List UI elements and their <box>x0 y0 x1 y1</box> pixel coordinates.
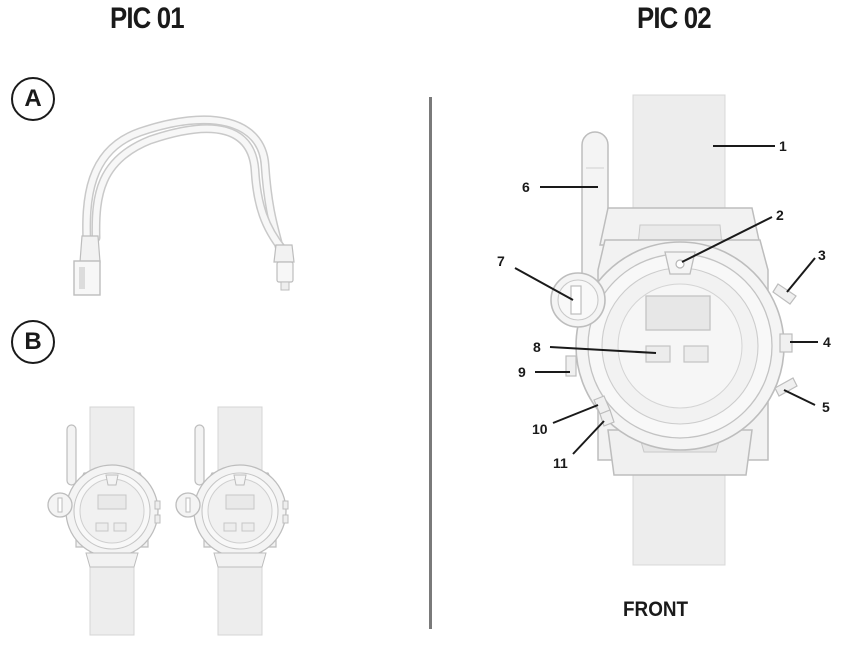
callout-line-8 <box>549 346 657 354</box>
walkie-watch-unit-2 <box>175 406 289 636</box>
walkie-watch-unit-1 <box>47 406 161 636</box>
callout-10: 10 <box>532 421 548 437</box>
walkie-watch-front-view <box>550 94 798 566</box>
pic-01-title: PIC 01 <box>110 2 185 35</box>
callout-8: 8 <box>533 339 541 355</box>
callout-7: 7 <box>497 253 505 269</box>
callout-4: 4 <box>823 334 831 350</box>
usb-cable-illustration <box>82 115 288 255</box>
callout-1: 1 <box>779 138 787 154</box>
callout-line-10 <box>552 404 599 424</box>
callout-lines <box>514 145 818 455</box>
section-b-badge: B <box>11 320 55 364</box>
callout-line-2 <box>681 216 773 263</box>
callout-5: 5 <box>822 399 830 415</box>
pic-02-title: PIC 02 <box>637 2 712 35</box>
front-view-label: FRONT <box>623 598 689 621</box>
callout-6: 6 <box>522 179 530 195</box>
callout-9: 9 <box>518 364 526 380</box>
callout-line-11 <box>572 420 605 455</box>
panel-divider <box>429 97 432 629</box>
callout-2: 2 <box>776 207 784 223</box>
usb-a-plug <box>73 235 101 296</box>
callout-line-7 <box>514 267 574 301</box>
callout-11: 11 <box>553 455 568 471</box>
micro-usb-plug <box>273 244 295 291</box>
callout-line-5 <box>783 389 816 406</box>
callout-line-3 <box>786 257 816 293</box>
section-a-badge: A <box>11 77 55 121</box>
callout-3: 3 <box>818 247 826 263</box>
